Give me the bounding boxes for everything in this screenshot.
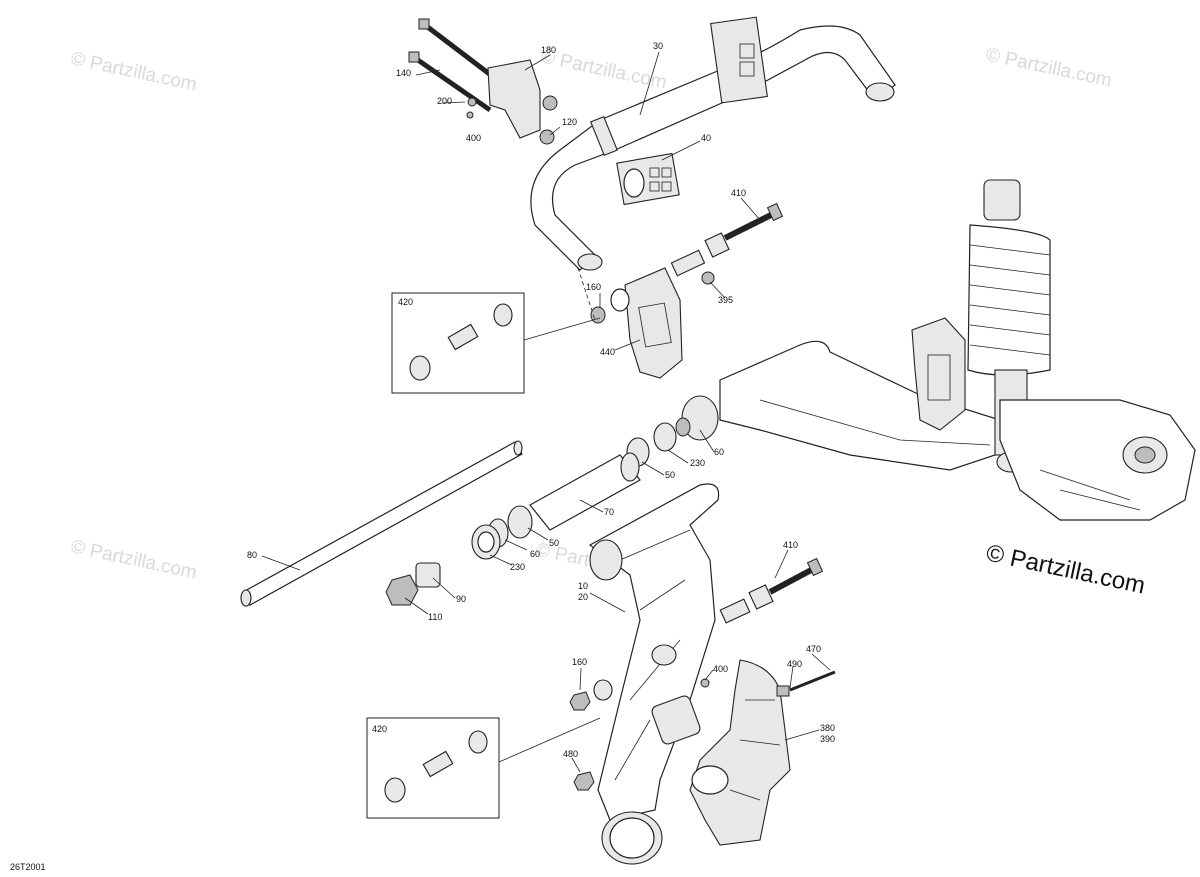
sway-bar <box>530 16 896 271</box>
callout-200: 200 <box>437 96 452 106</box>
callout-80: 80 <box>247 550 257 560</box>
callout-160-bottom: 160 <box>572 657 587 667</box>
callout-60-bottom: 60 <box>530 549 540 559</box>
callout-40: 40 <box>701 133 711 143</box>
callout-420-bottom: 420 <box>372 724 387 734</box>
callout-390: 390 <box>820 734 835 744</box>
link-bracket <box>577 267 683 379</box>
shock-link <box>911 317 966 431</box>
detail-box-420-top <box>391 292 601 394</box>
callout-70: 70 <box>604 507 614 517</box>
upper-bolt-assembly <box>670 202 784 285</box>
callout-400-bottom: 400 <box>713 664 728 674</box>
callout-440: 440 <box>600 347 615 357</box>
lower-hardware <box>569 678 710 791</box>
leader-lines <box>261 51 831 773</box>
callout-120: 120 <box>562 117 577 127</box>
detail-box-420-bottom <box>366 717 601 819</box>
callout-490: 490 <box>787 659 802 669</box>
callout-20: 20 <box>578 592 588 602</box>
callout-140: 140 <box>396 68 411 78</box>
callout-400-top: 400 <box>466 133 481 143</box>
callout-10: 10 <box>578 581 588 591</box>
callout-395: 395 <box>718 295 733 305</box>
bracket-hardware <box>408 18 558 145</box>
watermark-top-right: © Partzilla.com <box>984 44 1114 91</box>
sway-bar-bushing <box>616 152 680 206</box>
watermark-top-left: © Partzilla.com <box>69 48 199 95</box>
callout-90: 90 <box>456 594 466 604</box>
trailing-arm <box>588 483 720 865</box>
knuckle <box>999 399 1196 521</box>
lower-bolt-assembly <box>719 557 824 624</box>
callout-230-top: 230 <box>690 458 705 468</box>
callout-420-top: 420 <box>398 297 413 307</box>
watermark-mid-left: © Partzilla.com <box>69 536 199 583</box>
watermark-top-center: © Partzilla.com <box>539 46 669 93</box>
callout-380: 380 <box>820 723 835 733</box>
callout-230-bottom: 230 <box>510 562 525 572</box>
callout-480: 480 <box>563 749 578 759</box>
callout-160-top: 160 <box>586 282 601 292</box>
pivot-shaft <box>240 440 523 607</box>
callout-110: 110 <box>428 612 442 622</box>
pivot-sleeve <box>471 452 641 560</box>
watermark-large: © Partzilla.com <box>984 539 1148 599</box>
callout-labels: 30 180 140 200 120 400 40 410 160 395 42… <box>247 41 835 759</box>
shaft-nut <box>385 562 441 606</box>
callout-410-top: 410 <box>731 188 746 198</box>
reference-code: 26T2001 <box>10 862 46 872</box>
callout-410-bottom: 410 <box>783 540 798 550</box>
arm-guard <box>689 659 836 846</box>
callout-30: 30 <box>653 41 663 51</box>
callout-470: 470 <box>806 644 821 654</box>
callout-50-top: 50 <box>665 470 675 480</box>
callout-60-top: 60 <box>714 447 724 457</box>
callout-50-bottom: 50 <box>549 538 559 548</box>
callout-180: 180 <box>541 45 556 55</box>
